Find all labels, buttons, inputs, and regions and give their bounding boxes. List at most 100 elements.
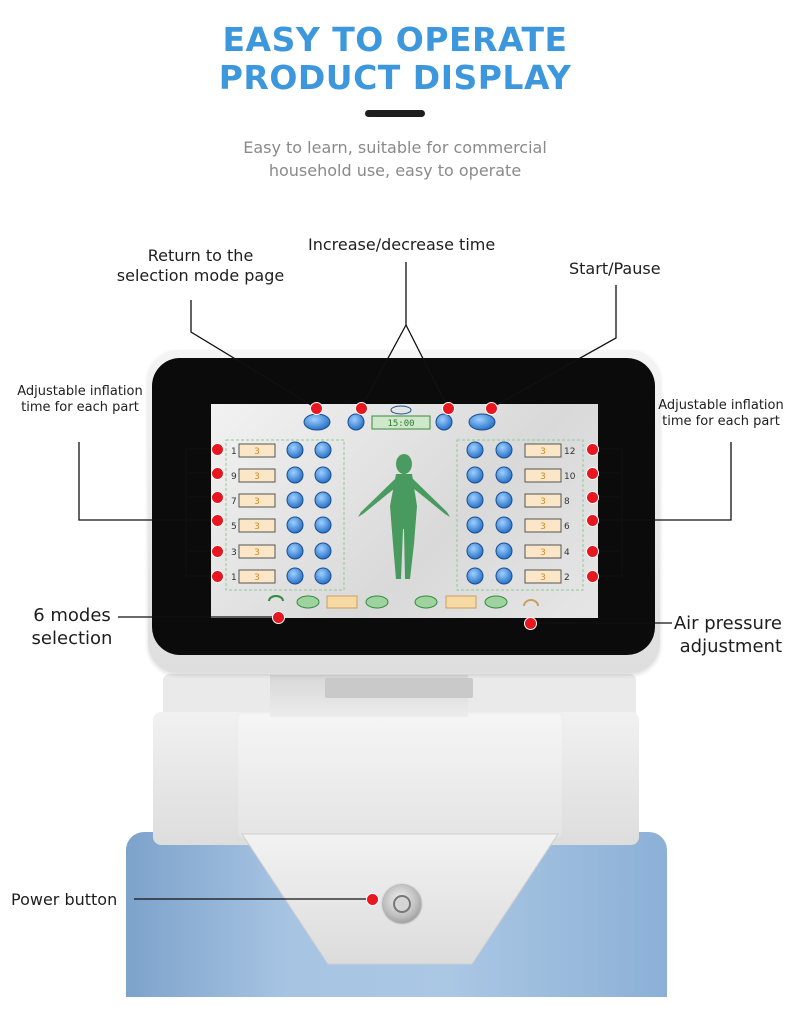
touch-screen[interactable]: 15:00 1	[211, 404, 598, 618]
right-zone-number: 2	[564, 573, 570, 583]
marker-left-zone	[211, 443, 224, 456]
marker-right-zone	[586, 467, 599, 480]
callout-modes-line2: selection	[31, 627, 113, 649]
headline-line-2: PRODUCT DISPLAY	[218, 58, 572, 97]
marker-time-decrease	[355, 402, 368, 415]
marker-right-zone	[586, 545, 599, 558]
marker-time-increase	[442, 402, 455, 415]
left-zone-increase[interactable]	[314, 441, 332, 459]
air-pressure-icon[interactable]	[523, 599, 539, 607]
left-zone-decrease[interactable]	[286, 491, 304, 509]
right-zone-increase[interactable]	[495, 567, 513, 585]
right-zone-value-box[interactable]	[524, 544, 562, 559]
right-zone-decrease[interactable]	[466, 466, 484, 484]
callout-right-inflation-line2: time for each part	[662, 414, 780, 430]
callout-air-pressure: Air pressure adjustment	[660, 613, 782, 658]
marker-start-pause	[485, 402, 498, 415]
left-zone-number: 9	[231, 472, 237, 482]
left-zone-increase[interactable]	[314, 567, 332, 585]
right-zone-increase[interactable]	[495, 466, 513, 484]
callout-left-inflation: Adjustable inflation time for each part	[10, 384, 150, 417]
left-zone-value-box[interactable]	[238, 443, 276, 458]
right-zone-value-box[interactable]	[524, 518, 562, 533]
right-zone-number: 10	[564, 472, 576, 482]
left-zone-value-box[interactable]	[238, 518, 276, 533]
marker-left-zone	[211, 467, 224, 480]
left-zone-value-box[interactable]	[238, 468, 276, 483]
callout-return: Return to the selection mode page	[108, 246, 293, 286]
marker-right-zone	[586, 570, 599, 583]
callout-left-inflation-line1: Adjustable inflation	[17, 384, 143, 399]
timer-icon	[390, 405, 412, 415]
left-zone-increase[interactable]	[314, 542, 332, 560]
time-increase-button[interactable]	[435, 413, 453, 431]
right-zone-value-box[interactable]	[524, 569, 562, 584]
right-zone-value: 3	[540, 447, 546, 457]
right-zone-decrease[interactable]	[466, 567, 484, 585]
marker-right-zone	[586, 491, 599, 504]
right-zone-value: 3	[540, 522, 546, 532]
callout-start-pause: Start/Pause	[569, 259, 661, 278]
right-zone-number: 8	[564, 497, 570, 507]
left-zone-number: 1	[231, 573, 237, 583]
left-zone-decrease[interactable]	[286, 516, 304, 534]
left-zone-value-box[interactable]	[238, 569, 276, 584]
right-zone-value: 3	[540, 573, 546, 583]
mode-cycle-icon[interactable]	[268, 595, 284, 602]
callout-time: Increase/decrease time	[308, 235, 496, 254]
callout-return-line1: Return to the	[147, 246, 254, 265]
right-zone-number: 12	[564, 447, 575, 457]
back-icon[interactable]	[303, 413, 331, 431]
right-zone-increase[interactable]	[495, 542, 513, 560]
callout-right-inflation: Adjustable inflation time for each part	[651, 398, 790, 431]
right-zone-decrease[interactable]	[466, 516, 484, 534]
left-zone-value: 3	[254, 573, 260, 583]
right-zone-value: 3	[540, 497, 546, 507]
right-zone-decrease[interactable]	[466, 441, 484, 459]
marker-return	[310, 402, 323, 415]
start-pause-icon[interactable]	[468, 413, 496, 431]
right-zone-panel	[456, 439, 584, 591]
marker-air-pressure	[524, 617, 537, 630]
timer-value: 15:00	[387, 419, 414, 429]
right-zone-increase[interactable]	[495, 516, 513, 534]
left-zone-rows: 1 3 9 3 7 3 5	[231, 441, 332, 585]
left-zone-increase[interactable]	[314, 466, 332, 484]
right-zone-value-box[interactable]	[524, 443, 562, 458]
callout-right-inflation-line1: Adjustable inflation	[658, 398, 784, 413]
left-zone-value-box[interactable]	[238, 544, 276, 559]
left-zone-value: 3	[254, 472, 260, 482]
bottom-control-bar	[268, 595, 539, 609]
left-zone-increase[interactable]	[314, 516, 332, 534]
left-zone-decrease[interactable]	[286, 466, 304, 484]
right-zone-value: 3	[540, 548, 546, 558]
callout-power: Power button	[11, 890, 118, 909]
left-zone-number: 5	[231, 522, 237, 532]
left-zone-decrease[interactable]	[286, 567, 304, 585]
time-decrease-button[interactable]	[347, 413, 365, 431]
subtitle-line-1: Easy to learn, suitable for commercial	[243, 138, 547, 157]
right-zone-decrease[interactable]	[466, 491, 484, 509]
callout-left-inflation-line2: time for each part	[21, 400, 139, 416]
left-zone-value: 3	[254, 447, 260, 457]
left-zone-increase[interactable]	[314, 491, 332, 509]
callout-return-line2: selection mode page	[116, 266, 285, 285]
right-zone-increase[interactable]	[495, 491, 513, 509]
left-zone-decrease[interactable]	[286, 441, 304, 459]
callout-modes: 6 modes selection	[22, 605, 122, 650]
right-zone-increase[interactable]	[495, 441, 513, 459]
right-zone-value-box[interactable]	[524, 468, 562, 483]
left-zone-decrease[interactable]	[286, 542, 304, 560]
left-zone-number: 7	[231, 497, 237, 507]
right-zone-value-box[interactable]	[524, 493, 562, 508]
marker-modes	[272, 611, 285, 624]
marker-left-zone	[211, 570, 224, 583]
left-zone-number: 1	[231, 447, 237, 457]
left-zone-value-box[interactable]	[238, 493, 276, 508]
right-zone-value: 3	[540, 472, 546, 482]
right-zone-number: 4	[564, 548, 570, 558]
right-zone-decrease[interactable]	[466, 542, 484, 560]
marker-left-zone	[211, 514, 224, 527]
left-zone-value: 3	[254, 522, 260, 532]
body-figure-icon	[358, 454, 450, 579]
